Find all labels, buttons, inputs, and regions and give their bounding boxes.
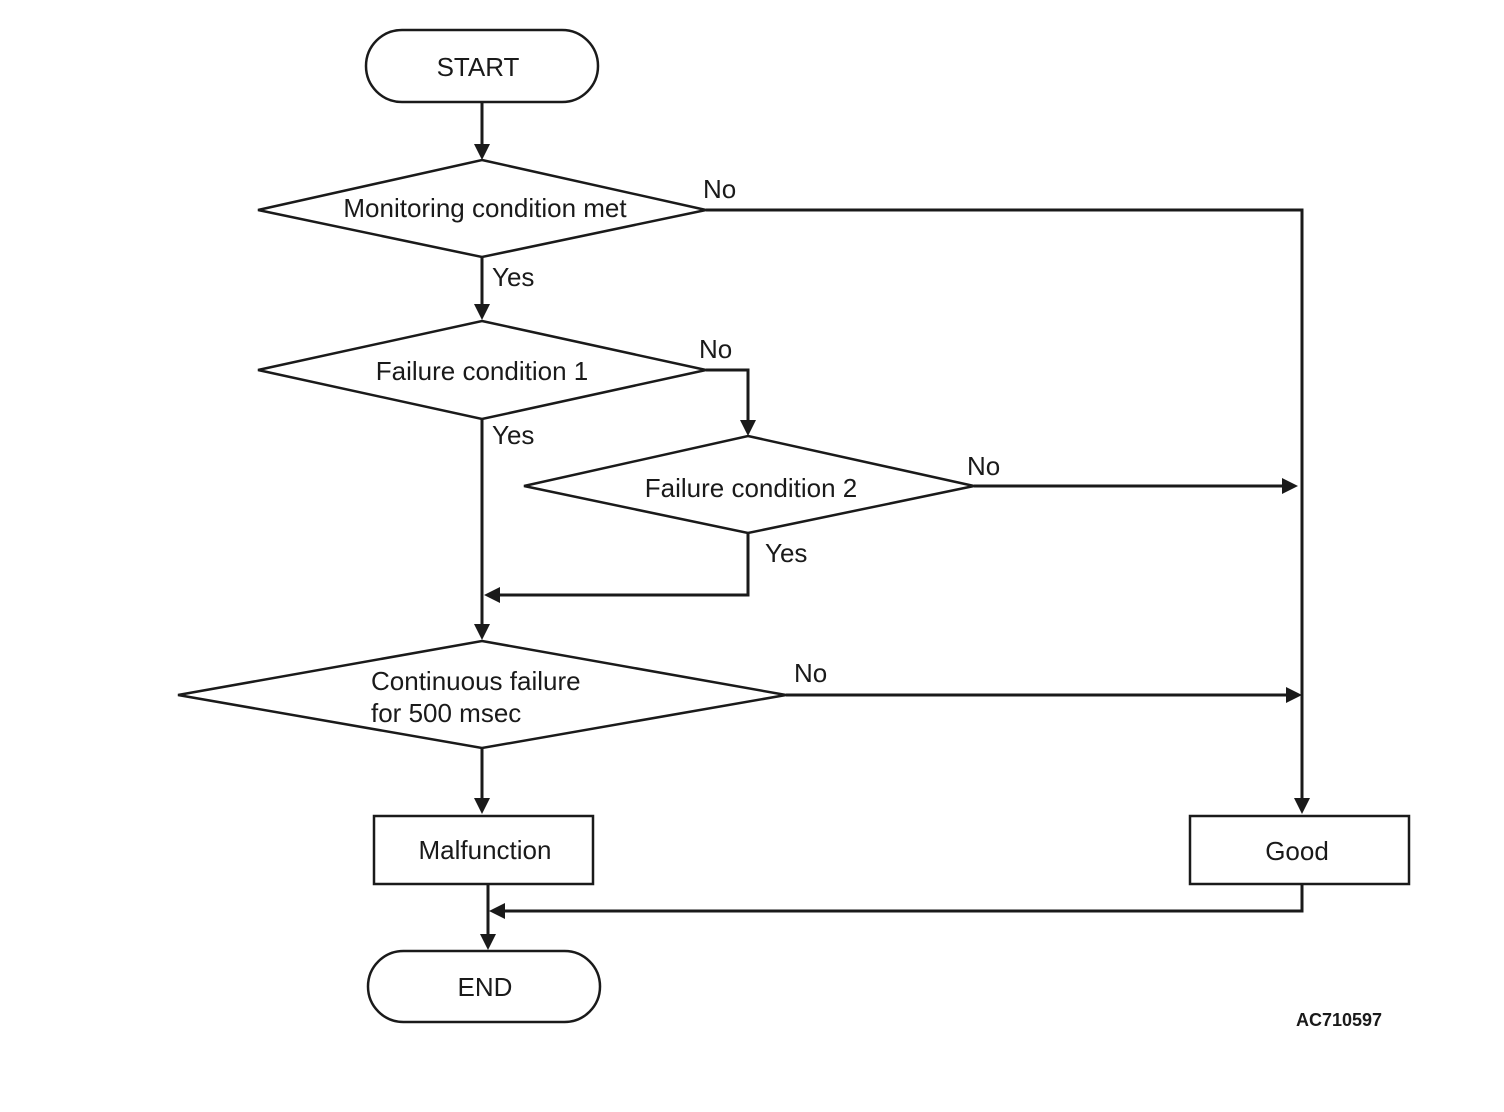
malfunction-box: Malfunction bbox=[372, 814, 595, 886]
decision-monitoring-label: Monitoring condition met bbox=[343, 193, 627, 223]
connector-failure2-yes bbox=[498, 533, 750, 597]
decision-failure-1-label: Failure condition 1 bbox=[376, 356, 588, 386]
end-label: END bbox=[458, 972, 513, 1002]
good-box: Good bbox=[1188, 814, 1411, 886]
connector-failure1-no bbox=[706, 368, 750, 422]
edge-label-failure1-yes: Yes bbox=[492, 420, 534, 450]
end-terminal: END bbox=[366, 949, 602, 1024]
arrowhead-right bbox=[1282, 478, 1298, 494]
arrowhead-left bbox=[484, 587, 500, 603]
decision-continuous-label-line-1: Continuous failure bbox=[371, 666, 581, 696]
figure-code: AC710597 bbox=[1296, 1010, 1382, 1030]
decision-continuous-label-line-2: for 500 msec bbox=[371, 698, 521, 728]
edge-label-monitoring-no: No bbox=[703, 174, 736, 204]
start-label: START bbox=[437, 52, 520, 82]
decision-failure-2: Failure condition 2 bbox=[523, 434, 975, 535]
arrowhead-down bbox=[1294, 798, 1310, 814]
malfunction-label: Malfunction bbox=[419, 835, 552, 865]
arrowhead-down bbox=[480, 934, 496, 950]
arrowhead-down bbox=[740, 420, 756, 436]
arrowhead-down bbox=[474, 624, 490, 640]
edge-label-failure1-no: No bbox=[699, 334, 732, 364]
arrowheads bbox=[474, 144, 1310, 950]
decision-failure-2-label: Failure condition 2 bbox=[645, 473, 857, 503]
arrowhead-left bbox=[489, 903, 505, 919]
decision-failure-1: Failure condition 1 bbox=[257, 319, 707, 421]
arrowhead-down bbox=[474, 798, 490, 814]
edge-label-monitoring-yes: Yes bbox=[492, 262, 534, 292]
connector-good-to-end bbox=[503, 884, 1304, 913]
edge-label-continuous-no: No bbox=[794, 658, 827, 688]
connector-monitoring-no bbox=[706, 208, 1304, 800]
arrowhead-right bbox=[1286, 687, 1302, 703]
decision-monitoring: Monitoring condition met bbox=[257, 158, 707, 259]
edge-label-failure2-no: No bbox=[967, 451, 1000, 481]
decision-continuous-failure: Continuous failure for 500 msec bbox=[177, 639, 787, 750]
arrowhead-down bbox=[474, 144, 490, 160]
start-terminal: START bbox=[364, 28, 600, 104]
edge-label-failure2-yes: Yes bbox=[765, 538, 807, 568]
arrowhead-down bbox=[474, 304, 490, 320]
good-label: Good bbox=[1265, 836, 1329, 866]
edge-labels: No Yes No Yes No Yes No bbox=[492, 174, 1000, 688]
connectors bbox=[480, 102, 1304, 936]
